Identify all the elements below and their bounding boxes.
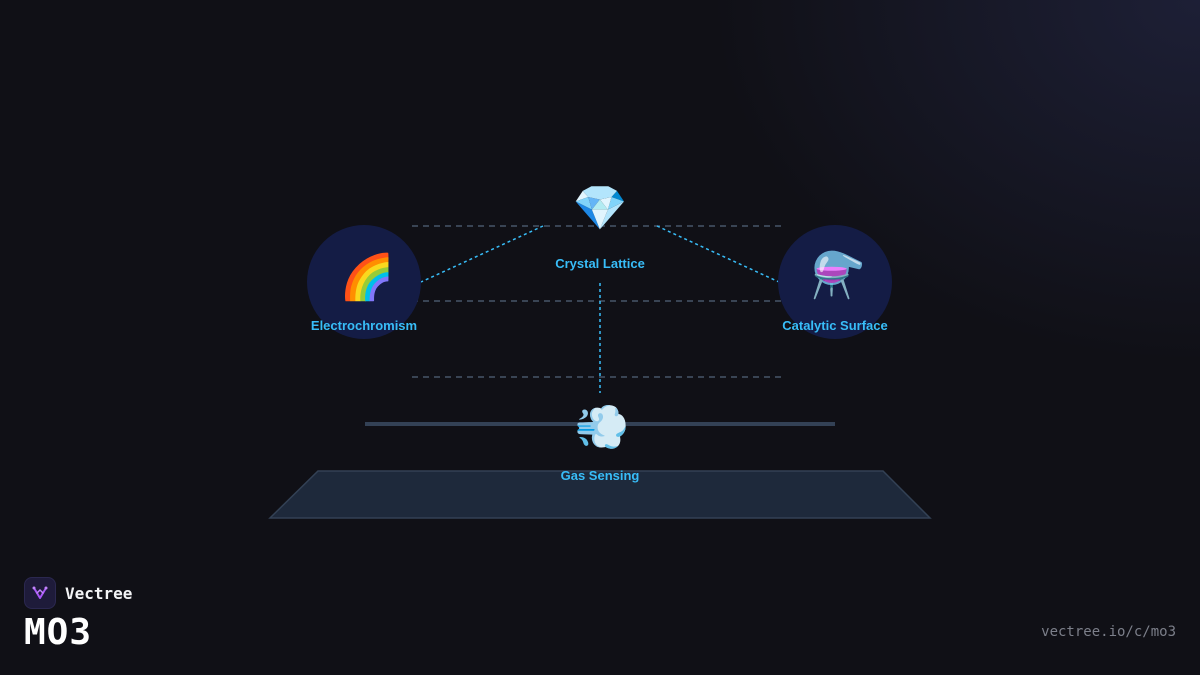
page-url[interactable]: vectree.io/c/mo3 <box>1041 624 1176 640</box>
wind-icon: 💨 <box>574 403 630 452</box>
catalytic-surface-label: Catalytic Surface <box>782 318 888 333</box>
electrochromism-label: Electrochromism <box>310 318 418 333</box>
brand-name: Vectree <box>65 583 133 603</box>
connector-crystal-electro <box>420 225 544 283</box>
page-title: MO3 <box>24 612 93 653</box>
base-platform <box>268 470 932 519</box>
rainbow-icon: 🌈 <box>339 253 395 302</box>
alembic-icon: ⚗️ <box>810 251 866 300</box>
crystal-lattice-label: Crystal Lattice <box>555 256 645 271</box>
catalytic-surface-node-circle <box>778 225 892 339</box>
gem-icon: 💎 <box>572 184 628 233</box>
connector-crystal-catalytic <box>656 225 780 283</box>
brand: Vectree <box>24 577 132 609</box>
vectree-logo-icon <box>24 577 56 609</box>
gas-sensing-label: Gas Sensing <box>560 468 640 483</box>
electrochromism-node-circle <box>307 225 421 339</box>
